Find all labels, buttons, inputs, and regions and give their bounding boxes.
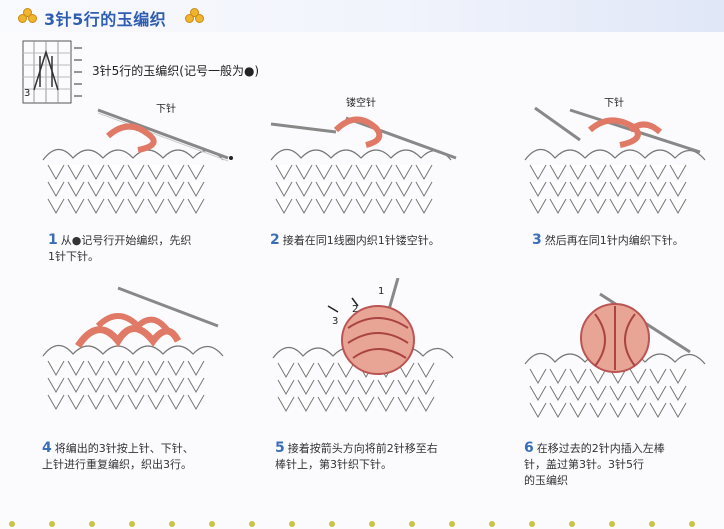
step6-illustration xyxy=(524,292,706,418)
arrow-label-2: 2 xyxy=(352,304,359,315)
chart-caption: 3针5行的玉编织(记号一般为●) xyxy=(92,64,260,78)
step1-illustration xyxy=(42,108,233,214)
step-number: 2 xyxy=(270,232,280,248)
label-knit-3: 下针 xyxy=(604,98,624,109)
page-title: 3针5行的玉编织 xyxy=(44,10,167,29)
label-yarnover: 镂空针 xyxy=(346,98,376,109)
step5-illustration xyxy=(272,278,454,412)
step-number: 1 xyxy=(48,232,58,248)
step2-illustration xyxy=(270,116,457,214)
step4-illustration xyxy=(42,286,224,410)
step-number: 6 xyxy=(524,440,534,456)
flower-icon xyxy=(18,8,37,24)
step-number: 5 xyxy=(275,440,285,456)
bottom-dots-border xyxy=(9,521,695,527)
arrow-label-3: 3 xyxy=(332,316,339,327)
flower-icon xyxy=(185,8,204,24)
step3-illustration xyxy=(524,106,706,214)
stitch-chart xyxy=(22,40,82,104)
label-knit-1: 下针 xyxy=(156,104,176,115)
step-number: 3 xyxy=(532,232,542,248)
chart-row-number: 3 xyxy=(24,88,31,99)
arrow-label-1: 1 xyxy=(378,286,385,297)
step-number: 4 xyxy=(42,440,52,456)
title-bar: 3针5行的玉编织 xyxy=(0,0,724,34)
title-band xyxy=(0,0,724,32)
